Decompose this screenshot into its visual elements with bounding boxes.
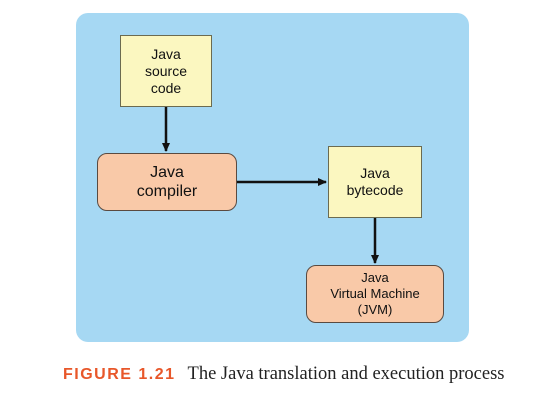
java-virtual-machine-box: Java Virtual Machine (JVM) [306,265,444,323]
figure-number: FIGURE 1.21 [63,366,176,383]
figure-caption: FIGURE 1.21 The Java translation and exec… [63,364,505,385]
jvm-box-line-3: (JVM) [357,302,393,317]
jvm-box-line-1: Java [361,270,389,285]
source-box-line-3: code [150,79,182,96]
source-box-line-2: source [144,62,188,79]
java-source-code-box: Java source code [120,35,212,107]
java-bytecode-box: Java bytecode [328,146,422,218]
bytecode-box-line-1: Java [360,165,390,181]
compiler-box-line-2: compiler [136,183,198,200]
java-compiler-box: Java compiler [97,153,237,211]
jvm-box-line-2: Virtual Machine [330,286,420,301]
source-box-line-1: Java [151,45,181,62]
bytecode-box-line-2: bytecode [346,182,404,198]
compiler-box-line-1: Java [150,164,184,181]
figure-title: The Java translation and execution proce… [187,364,505,384]
